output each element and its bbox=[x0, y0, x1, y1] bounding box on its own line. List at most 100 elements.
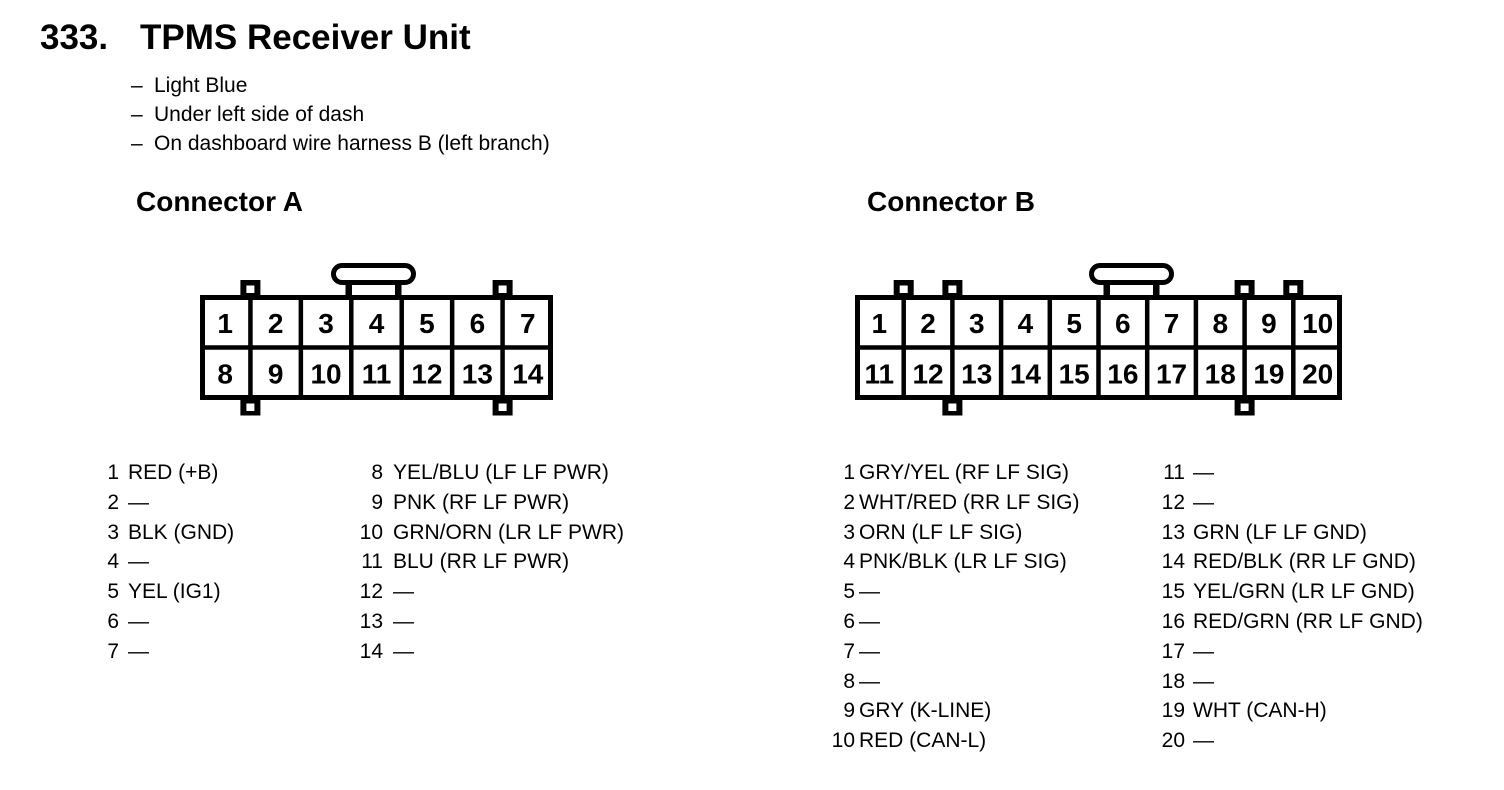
pin-row: 20— bbox=[1157, 726, 1423, 756]
pin-label: GRY/YEL (RF LF SIG) bbox=[859, 461, 1070, 484]
mount-tab-hole bbox=[899, 285, 908, 293]
pin-number: 3 bbox=[107, 520, 119, 544]
note-text: On dashboard wire harness B (left branch… bbox=[154, 132, 550, 155]
pin-number: 2 bbox=[843, 490, 855, 514]
latch-handle bbox=[1089, 263, 1174, 285]
pin-label: ORN (LF LF SIG) bbox=[859, 520, 1023, 544]
mount-tab-hole bbox=[1240, 285, 1249, 293]
pin-number: 8 bbox=[371, 461, 383, 484]
pin-label: — bbox=[128, 609, 149, 633]
pin-label: — bbox=[1193, 490, 1214, 514]
pin-number: 13 bbox=[359, 609, 383, 633]
pin-row: 12— bbox=[355, 577, 624, 607]
pin-label: — bbox=[1193, 669, 1214, 693]
connector-a-heading: Connector A bbox=[136, 186, 303, 217]
pin-label: PNK (RF LF PWR) bbox=[393, 490, 570, 514]
pin-label: RED/GRN (RR LF GND) bbox=[1193, 609, 1423, 633]
pin-number: 5 bbox=[843, 580, 855, 604]
pin-cell-number: 2 bbox=[268, 308, 284, 339]
notes-list: –Light Blue –Under left side of dash–On d… bbox=[131, 71, 550, 158]
pin-cell-number: 5 bbox=[1066, 308, 1082, 339]
pin-cell-number: 3 bbox=[969, 308, 985, 339]
pin-cell-number: 8 bbox=[1212, 308, 1228, 339]
pin-cell-number: 19 bbox=[1253, 359, 1284, 390]
pin-number: 2 bbox=[107, 490, 119, 514]
pin-label: WHT (CAN-H) bbox=[1193, 699, 1327, 723]
pin-cell-number: 11 bbox=[865, 359, 895, 390]
pin-label: — bbox=[1193, 729, 1214, 753]
pin-label: WHT/RED (RR LF SIG) bbox=[859, 490, 1080, 514]
pin-number: 18 bbox=[1161, 669, 1185, 693]
note-item: –On dashboard wire harness B (left branc… bbox=[131, 129, 550, 158]
pin-number: 14 bbox=[1161, 550, 1185, 574]
pin-label: RED/BLK (RR LF GND) bbox=[1193, 550, 1416, 574]
pin-label: — bbox=[1193, 639, 1214, 663]
note-text: Light Blue bbox=[154, 74, 248, 97]
pin-cell-number: 15 bbox=[1059, 359, 1090, 390]
mount-tab-hole bbox=[1240, 403, 1249, 411]
pin-row: 2— bbox=[97, 488, 234, 518]
mount-tab-hole bbox=[498, 285, 507, 293]
pin-label: — bbox=[1193, 461, 1214, 484]
note-text: Under left side of dash bbox=[154, 103, 365, 126]
pin-cell-number: 12 bbox=[912, 359, 943, 390]
pin-number: 1 bbox=[843, 461, 855, 484]
pin-cell-number: 12 bbox=[411, 359, 442, 390]
pin-label: — bbox=[859, 609, 880, 633]
pin-label: GRN (LF LF GND) bbox=[1193, 520, 1367, 544]
pin-label: GRY (K-LINE) bbox=[859, 699, 992, 723]
pin-number: 3 bbox=[843, 520, 855, 544]
pin-cell-number: 13 bbox=[462, 359, 493, 390]
pin-label: — bbox=[128, 490, 149, 514]
mount-tab-hole bbox=[948, 285, 957, 293]
pin-label: GRN/ORN (LR LF PWR) bbox=[393, 520, 624, 544]
pin-label: YEL/GRN (LR LF GND) bbox=[1193, 580, 1415, 604]
latch-leg bbox=[345, 281, 352, 300]
pin-cell-number: 1 bbox=[872, 308, 888, 339]
pin-label: — bbox=[859, 580, 880, 604]
pin-cell-number: 17 bbox=[1156, 359, 1187, 390]
pin-label: RED (CAN-L) bbox=[859, 729, 987, 753]
pin-label: — bbox=[393, 609, 414, 633]
pin-row: 12 — bbox=[1157, 488, 1423, 518]
pin-row: 8 YEL/BLU (LF LF PWR) bbox=[355, 458, 624, 488]
pin-cell-number: 6 bbox=[470, 308, 486, 339]
pin-number: 5 bbox=[107, 580, 119, 604]
pin-number: 15 bbox=[1161, 580, 1185, 604]
pin-row: 7— bbox=[829, 637, 1080, 667]
pin-row: 8— bbox=[829, 667, 1080, 697]
pin-row: 15 YEL/GRN (LR LF GND) bbox=[1157, 577, 1423, 607]
pin-cell-number: 4 bbox=[1018, 308, 1034, 339]
pin-label: RED (+B) bbox=[128, 461, 219, 484]
pin-cell-number: 4 bbox=[369, 308, 385, 339]
pin-number: 12 bbox=[359, 580, 383, 604]
page-title: TPMS Receiver Unit bbox=[140, 18, 471, 57]
pin-cell-number: 1 bbox=[217, 308, 233, 339]
note-bullet: – bbox=[131, 103, 143, 126]
pin-number: 8 bbox=[843, 669, 855, 693]
pin-row: 18 — bbox=[1157, 667, 1423, 697]
pin-number: 12 bbox=[1161, 490, 1185, 514]
latch-leg bbox=[1103, 281, 1110, 300]
pin-label: YEL/BLU (LF LF PWR) bbox=[393, 461, 609, 484]
pin-label: — bbox=[128, 639, 149, 663]
note-item: –Under left side of dash bbox=[131, 100, 550, 129]
pin-cell-number: 13 bbox=[961, 359, 992, 390]
pin-number: 19 bbox=[1161, 699, 1185, 723]
pin-label: — bbox=[128, 550, 149, 574]
pin-cell-number: 8 bbox=[217, 359, 233, 390]
pin-label: — bbox=[859, 639, 880, 663]
pin-cell-number: 3 bbox=[318, 308, 334, 339]
pin-label: — bbox=[859, 669, 880, 693]
pin-cell-number: 2 bbox=[920, 308, 936, 339]
pin-label: BLK (GND) bbox=[128, 520, 235, 544]
